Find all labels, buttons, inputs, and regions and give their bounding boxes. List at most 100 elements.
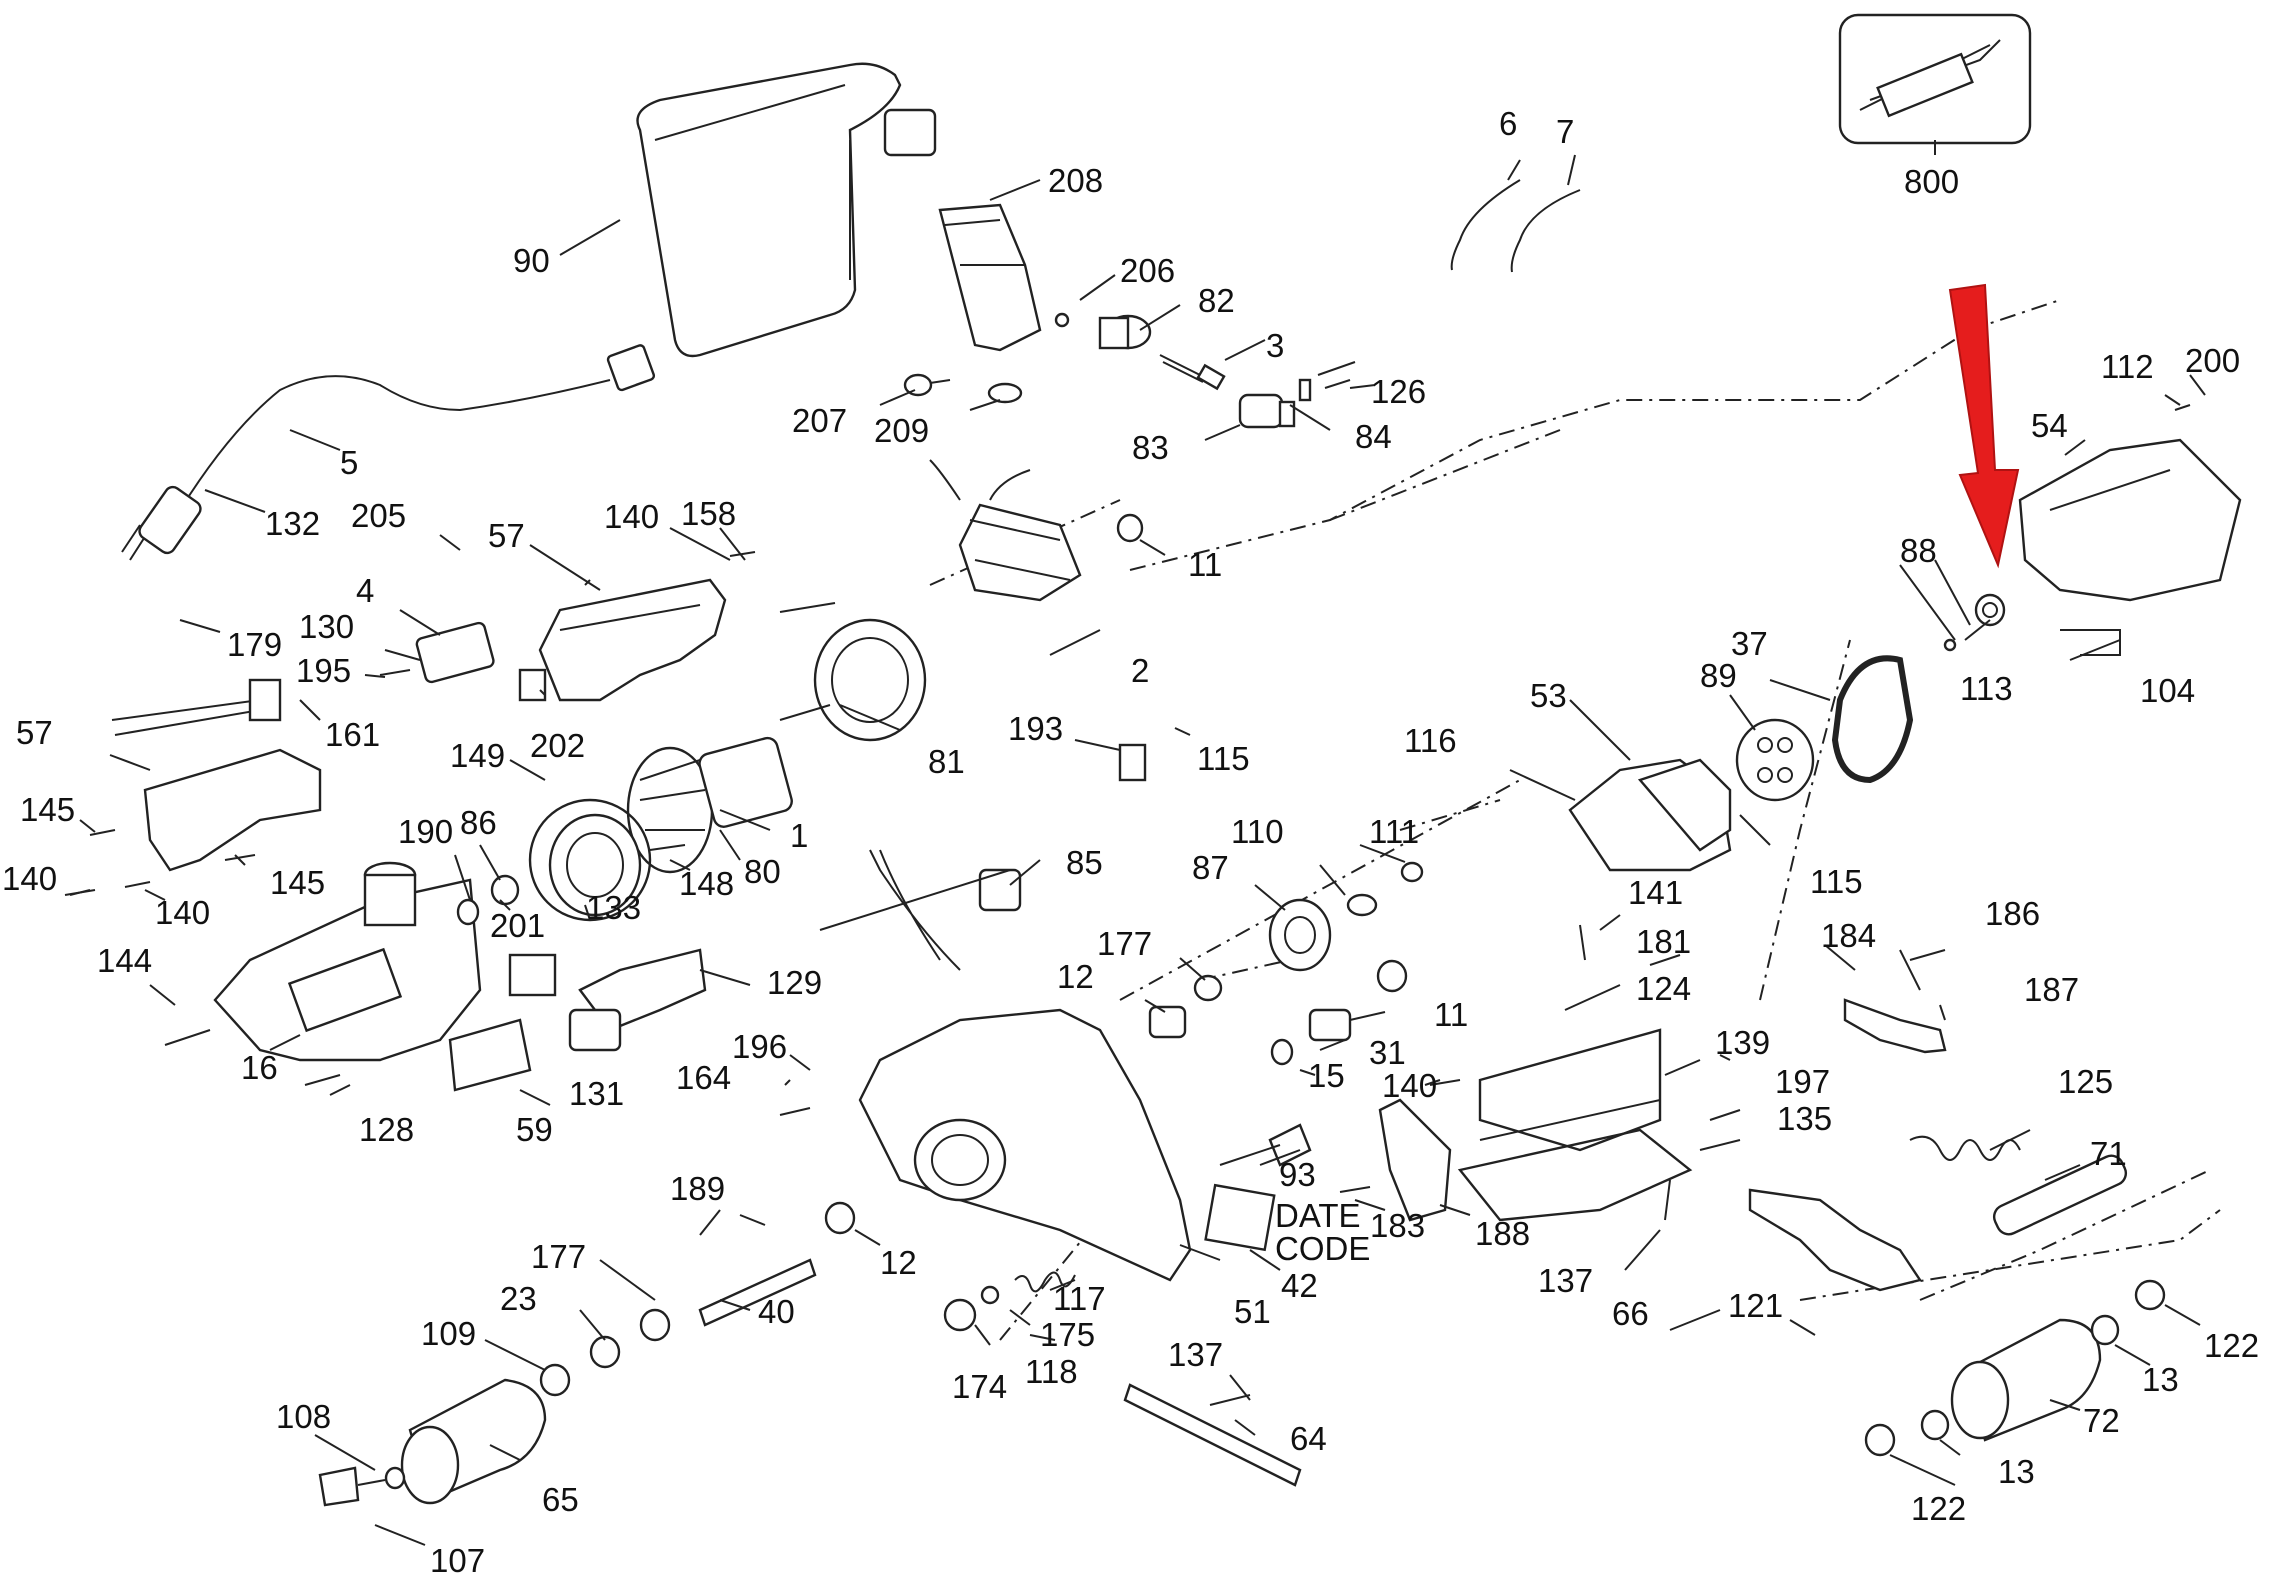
callout-57-lower: 57 [16, 714, 53, 751]
wire-harness-part [819, 849, 1022, 971]
callout-175: 175 [1040, 1316, 1095, 1353]
callout-149: 149 [450, 737, 505, 774]
callout-205: 205 [351, 497, 406, 534]
callout-161: 161 [325, 716, 380, 753]
callout-111: 111 [1369, 813, 1419, 850]
callout-12-lower: 12 [880, 1244, 917, 1281]
drive-shaft-part [698, 1201, 856, 1327]
callout-122-lower: 122 [1911, 1490, 1966, 1527]
callout-200: 200 [2185, 342, 2240, 379]
callout-126: 126 [1371, 373, 1426, 410]
callout-800: 800 [1904, 163, 1959, 200]
callout-122-right: 122 [2204, 1327, 2259, 1364]
callout-108: 108 [276, 1398, 331, 1435]
platen-bracket-part [1378, 1098, 1452, 1222]
callout-189: 189 [670, 1170, 725, 1207]
callout-195: 195 [296, 652, 351, 689]
callout-206: 206 [1120, 252, 1175, 289]
belt-spring-part [2060, 629, 2121, 656]
callout-7: 7 [1556, 113, 1574, 150]
wear-plate-part [1123, 1383, 1302, 1487]
callout-140-platen: 140 [1382, 1067, 1437, 1104]
date-code-line-2: CODE [1275, 1230, 1370, 1267]
callout-107: 107 [430, 1542, 485, 1579]
callout-201: 201 [490, 907, 545, 944]
callout-187: 187 [2024, 971, 2079, 1008]
callout-145-left: 145 [20, 791, 75, 828]
lead-wires-part [1450, 179, 1581, 273]
callout-86: 86 [460, 804, 497, 841]
callout-124: 124 [1636, 970, 1691, 1007]
callout-1: 1 [790, 817, 808, 854]
callout-131: 131 [569, 1075, 624, 1112]
callout-207: 207 [792, 402, 847, 439]
callout-145-right: 145 [270, 864, 325, 901]
callout-13-lower: 13 [1998, 1453, 2035, 1490]
power-cord-part [121, 344, 656, 561]
callout-177-lower: 177 [531, 1238, 586, 1275]
dust-elbow-part [938, 203, 1042, 352]
highlight-arrow [1948, 283, 2020, 569]
callout-84: 84 [1355, 418, 1392, 455]
callout-209: 209 [874, 412, 929, 449]
bearing-part [1116, 513, 1408, 993]
callout-11-lower: 11 [1434, 996, 1468, 1033]
callout-183: 183 [1370, 1207, 1425, 1244]
callout-113: 113 [1960, 670, 2013, 707]
callout-89: 89 [1700, 657, 1737, 694]
callout-140-mid: 140 [155, 894, 210, 931]
callout-121: 121 [1728, 1287, 1783, 1324]
armature-part [548, 704, 831, 917]
callout-37: 37 [1731, 625, 1768, 662]
callout-85: 85 [1066, 844, 1103, 881]
callout-137-platen: 137 [1538, 1262, 1593, 1299]
callout-16: 16 [241, 1049, 278, 1086]
drive-pulley-part [1735, 718, 1815, 802]
leader-lines [69, 140, 2206, 1546]
callout-139: 139 [1715, 1024, 1770, 1061]
callout-190: 190 [398, 813, 453, 850]
callout-164: 164 [676, 1059, 731, 1096]
callout-104: 104 [2140, 672, 2195, 709]
callout-115-lower: 115 [1810, 863, 1863, 900]
callout-140-left: 140 [2, 860, 57, 897]
callout-12-upper: 12 [1057, 958, 1094, 995]
callout-148: 148 [679, 865, 734, 902]
handle-half-upper [538, 578, 727, 702]
platen-assembly-part [1457, 1028, 1693, 1222]
tension-lever-part [1843, 949, 1947, 1054]
callout-158: 158 [681, 495, 736, 532]
callout-186: 186 [1985, 895, 2040, 932]
callout-196: 196 [732, 1028, 787, 1065]
callout-64: 64 [1290, 1420, 1327, 1457]
callout-130: 130 [299, 608, 354, 645]
callout-4: 4 [356, 572, 374, 609]
callout-2: 2 [1131, 652, 1149, 689]
callout-112: 112 [2101, 348, 2154, 385]
callout-140-upper: 140 [604, 498, 659, 535]
callout-177-upper: 177 [1097, 925, 1152, 962]
misc-small-parts [456, 668, 652, 997]
field-coil-part [929, 459, 1082, 602]
brush-parts [903, 312, 1356, 429]
callout-65: 65 [542, 1481, 579, 1518]
callout-116: 116 [1404, 722, 1457, 759]
callout-40: 40 [758, 1293, 795, 1330]
callout-132: 132 [265, 505, 320, 542]
idler-shaft-part [1992, 1154, 2128, 1236]
callout-11-upper: 11 [1188, 546, 1222, 583]
callout-118: 118 [1025, 1353, 1078, 1390]
callout-117: 117 [1053, 1280, 1106, 1317]
callout-129: 129 [767, 964, 822, 1001]
callout-59: 59 [516, 1111, 553, 1148]
callout-13-right: 13 [2142, 1361, 2179, 1398]
callout-197: 197 [1775, 1063, 1830, 1100]
callout-83: 83 [1132, 429, 1169, 466]
callout-51: 51 [1234, 1293, 1271, 1330]
callout-66: 66 [1612, 1295, 1649, 1332]
callout-174: 174 [952, 1368, 1007, 1405]
idler-bracket-part [1748, 1188, 1922, 1292]
callout-15: 15 [1308, 1057, 1345, 1094]
callout-5: 5 [340, 444, 358, 481]
